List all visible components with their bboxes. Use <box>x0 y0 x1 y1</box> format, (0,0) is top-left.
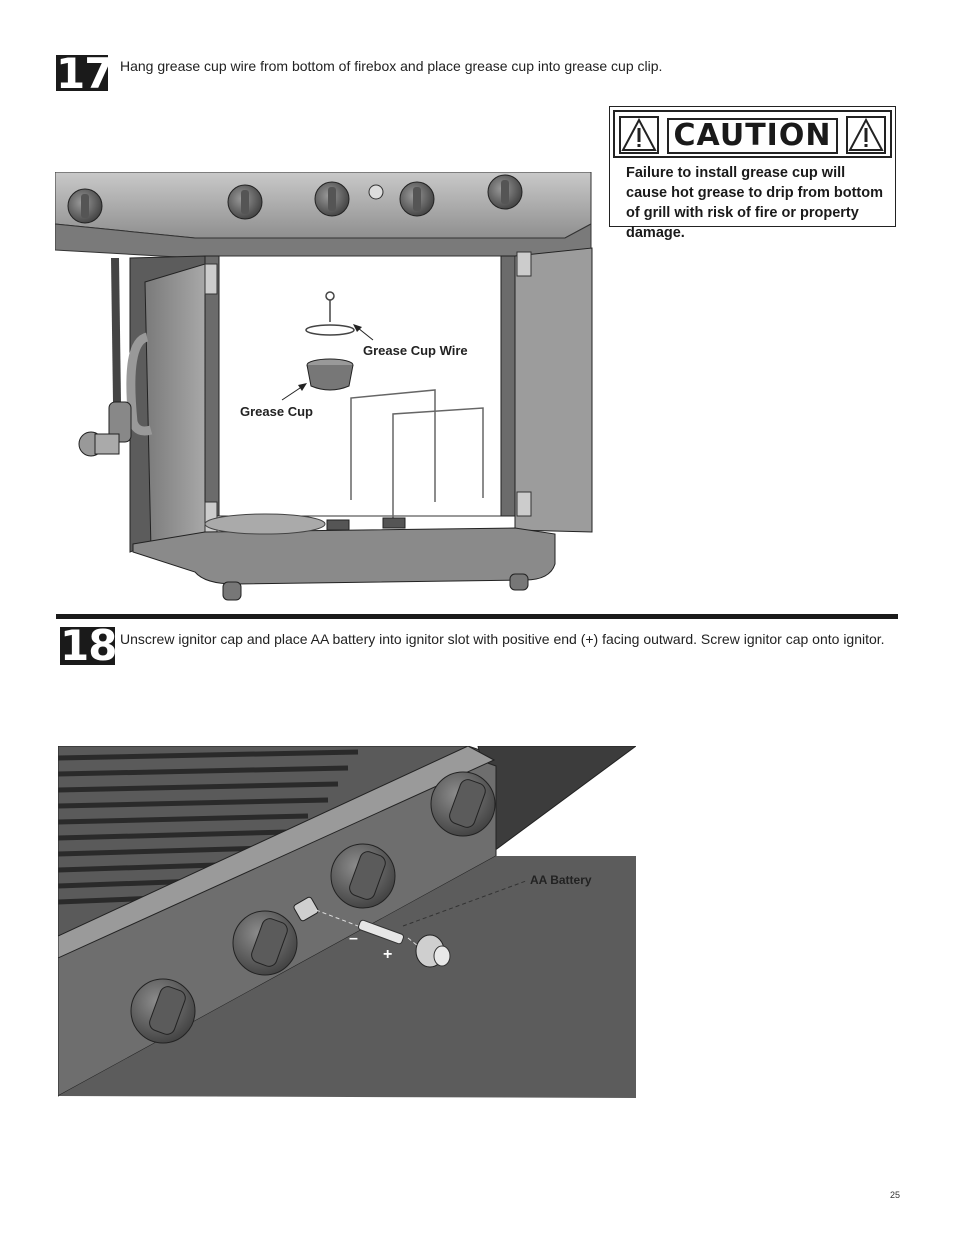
step-divider <box>56 614 898 619</box>
control-knob-icon <box>487 174 523 210</box>
step-18-instruction: Unscrew ignitor cap and place AA battery… <box>120 631 885 647</box>
ignitor-button-icon <box>368 184 384 200</box>
control-knob-icon <box>399 181 435 217</box>
grill-cart-illustration <box>55 172 593 601</box>
control-knob-icon <box>430 771 496 837</box>
control-knob-icon <box>67 188 103 224</box>
caution-box: CAUTION Failure to install grease cup wi… <box>609 106 896 241</box>
caution-title: CAUTION <box>667 118 838 154</box>
ignitor-socket-icon <box>293 896 319 922</box>
grease-cup-wire-label: Grease Cup Wire <box>363 343 468 358</box>
step-18-number: 18 <box>60 621 117 670</box>
caution-header: CAUTION <box>613 110 892 158</box>
caution-text: Failure to install grease cup will cause… <box>626 165 883 241</box>
control-panel-illustration <box>58 746 636 1098</box>
control-knob-icon <box>227 184 263 220</box>
control-knob-icon <box>314 181 350 217</box>
aa-battery-label: AA Battery <box>530 873 592 887</box>
step-17-number: 17 <box>56 49 113 98</box>
control-knob-icon <box>130 978 196 1044</box>
warning-triangle-icon <box>619 116 659 154</box>
grease-cup-label: Grease Cup <box>240 404 313 419</box>
plus-sign: + <box>383 946 393 963</box>
minus-sign: – <box>349 930 358 947</box>
control-knob-icon <box>330 843 396 909</box>
aa-battery-icon <box>358 919 404 945</box>
control-knob-icon <box>232 910 298 976</box>
ignitor-cap-icon <box>415 934 451 968</box>
step-17-instruction: Hang grease cup wire from bottom of fire… <box>120 58 663 74</box>
warning-triangle-icon <box>846 116 886 154</box>
page-number: 25 <box>889 1190 900 1200</box>
